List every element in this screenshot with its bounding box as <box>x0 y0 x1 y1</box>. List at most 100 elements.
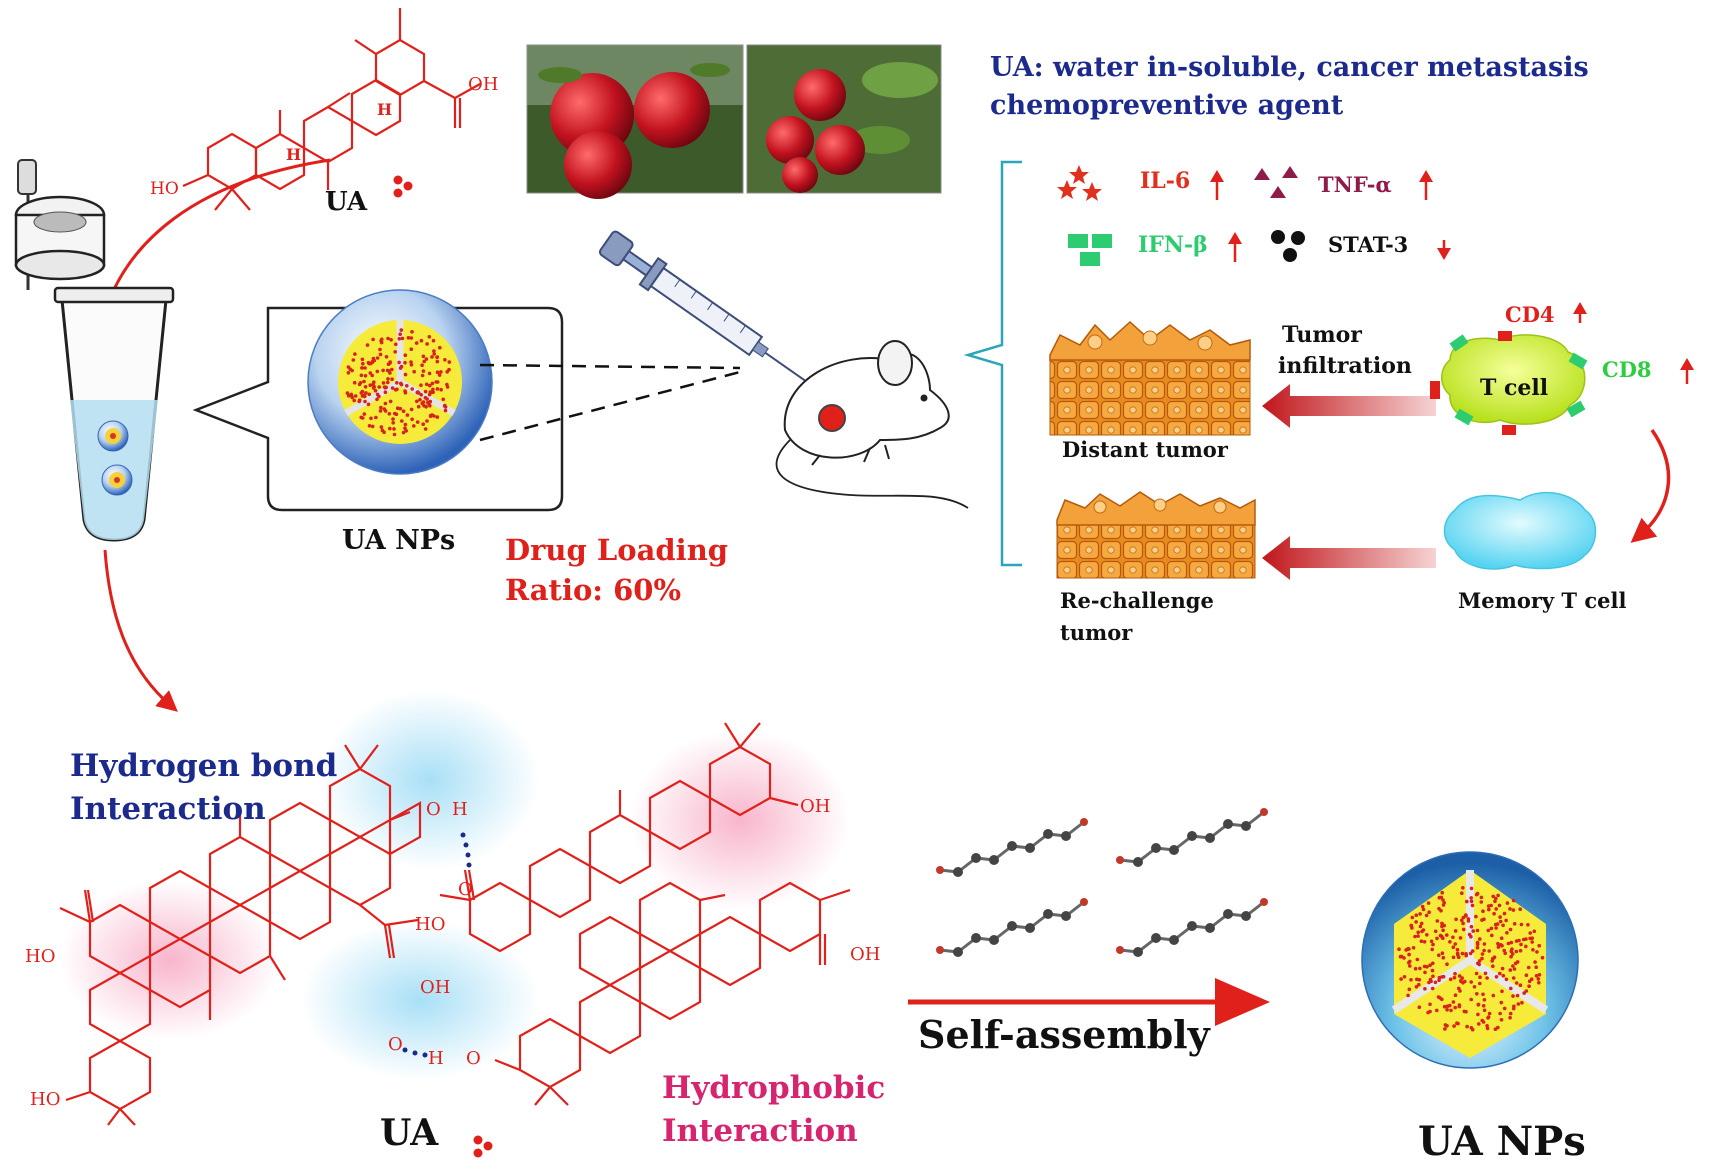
atom-ball <box>1241 821 1251 831</box>
payload-dot <box>382 430 386 435</box>
hbond-label-2: Interaction <box>70 791 266 827</box>
payload-dot <box>1431 974 1435 979</box>
ua-top-h-label-2: H <box>377 100 392 119</box>
payload-dot <box>1526 965 1531 970</box>
payload-dot <box>1506 941 1511 946</box>
payload-dot <box>1419 921 1424 926</box>
payload-dot <box>390 377 394 382</box>
payload-dot <box>1418 966 1422 971</box>
atom-ball <box>1133 947 1143 957</box>
atom-ball <box>1169 845 1179 855</box>
payload-dot <box>1520 1000 1524 1005</box>
payload-dot <box>1534 965 1538 969</box>
payload-dot <box>1445 962 1449 966</box>
payload-dot <box>421 354 426 359</box>
bottom-o-label-3: O <box>388 1034 403 1055</box>
payload-dot <box>386 336 390 341</box>
payload-dot <box>1475 891 1480 896</box>
payload-dot <box>1531 948 1535 952</box>
payload-dot <box>1455 947 1460 952</box>
payload-dot <box>1461 915 1466 920</box>
atom-ball <box>1080 898 1088 906</box>
payload-dot <box>1410 926 1414 930</box>
payload-dot <box>1500 966 1505 971</box>
payload-dot <box>1445 1008 1449 1012</box>
payload-dot <box>428 383 432 388</box>
payload-dot <box>1430 947 1434 952</box>
payload-dot <box>420 363 424 368</box>
atom-ball <box>953 947 963 957</box>
atom-ball <box>1043 829 1053 839</box>
payload-dot <box>1491 993 1496 998</box>
payload-dot <box>1486 904 1491 908</box>
payload-dot <box>1472 985 1477 989</box>
payload-dot <box>409 407 414 412</box>
payload-dot <box>386 377 390 381</box>
payload-dot <box>1420 904 1425 909</box>
payload-dot <box>1486 928 1491 933</box>
payload-dot <box>1441 955 1446 960</box>
payload-dot <box>409 360 413 364</box>
payload-dot <box>403 360 407 365</box>
payload-dot <box>1519 942 1523 947</box>
payload-dot <box>1445 933 1449 937</box>
payload-dot <box>1524 944 1528 949</box>
payload-dot <box>437 373 442 377</box>
payload-dot <box>1487 949 1491 953</box>
payload-dot <box>384 355 389 359</box>
payload-dot <box>1471 929 1475 933</box>
payload-dot <box>1487 907 1491 912</box>
payload-dot <box>412 424 416 428</box>
payload-dot <box>1437 953 1441 957</box>
bottom-ua-label: UA <box>380 1112 439 1154</box>
payload-dot <box>1469 899 1474 904</box>
infiltration-arrow-2 <box>1262 536 1436 580</box>
payload-dot <box>1492 955 1497 959</box>
payload-dot <box>1454 917 1458 922</box>
self-assembly-arrow <box>908 978 1270 1026</box>
payload-dot <box>395 381 399 385</box>
payload-dot <box>1481 1004 1486 1008</box>
payload-dot <box>1502 911 1507 916</box>
payload-dot <box>419 383 423 388</box>
payload-dot <box>392 427 396 431</box>
payload-dot <box>1470 949 1475 953</box>
cytokine-il6-label: IL-6 <box>1140 168 1191 194</box>
ua-top-label: UA <box>325 187 368 217</box>
payload-dot <box>1433 929 1438 934</box>
atom-ball <box>1205 833 1215 843</box>
payload-dot <box>368 371 373 375</box>
payload-dot <box>393 350 398 354</box>
payload-dot <box>363 366 367 370</box>
ua-top-structure <box>182 8 481 211</box>
atom-ball <box>1223 909 1233 919</box>
payload-dot <box>1445 1004 1450 1008</box>
payload-dot <box>367 392 372 397</box>
rechallenge-label-2: tumor <box>1060 620 1133 645</box>
payload-dot <box>1410 915 1415 920</box>
payload-dot <box>1508 968 1513 972</box>
ua-dots-icon <box>393 175 413 198</box>
payload-dot <box>346 371 351 375</box>
payload-dot <box>1469 934 1473 939</box>
payload-dot <box>360 394 365 398</box>
atom-ball <box>936 946 944 954</box>
atom-ball <box>1187 921 1197 931</box>
payload-dot <box>403 422 408 427</box>
payload-dot <box>351 358 356 362</box>
payload-dot <box>1478 975 1482 979</box>
payload-dot <box>1508 927 1513 932</box>
payload-dot <box>1498 915 1502 919</box>
payload-dot <box>1428 1002 1432 1007</box>
payload-dot <box>1440 975 1444 979</box>
cd8-label: CD8 <box>1602 357 1652 382</box>
payload-dot <box>430 381 435 386</box>
payload-dot <box>1461 886 1465 890</box>
payload-dot <box>368 383 373 388</box>
bottom-ho-label-3: HO <box>30 1089 60 1110</box>
payload-dot <box>1469 896 1473 900</box>
payload-dot <box>1480 956 1484 961</box>
payload-dot <box>1430 968 1435 973</box>
atom-ball <box>1223 819 1233 829</box>
